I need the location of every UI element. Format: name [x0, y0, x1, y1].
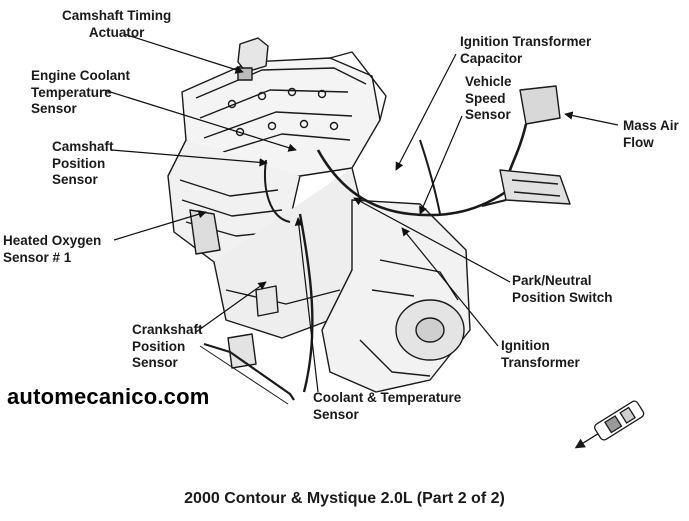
watermark-text: automecanico.com — [7, 384, 210, 409]
label-heated-oxygen-sensor: Heated Oxygen Sensor # 1 — [3, 233, 102, 265]
leader-heated-oxygen-sensor — [113, 210, 207, 241]
label-park-neutral-position-switch: Park/Neutral Position Switch — [512, 273, 613, 305]
label-camshaft-timing-actuator: Camshaft Timing Actuator — [62, 8, 172, 40]
label-vehicle-speed-sensor: Vehicle Speed Sensor — [465, 74, 512, 122]
leader-ignition-transformer-capacitor — [395, 53, 457, 171]
leader-mass-air-flow — [564, 111, 619, 126]
leader-coolant-temperature-sensor — [294, 217, 319, 393]
label-ignition-transformer: Ignition Transformer — [501, 338, 580, 370]
label-camshaft-position-sensor: Camshaft Position Sensor — [52, 139, 114, 187]
label-engine-coolant-temperature-sensor: Engine Coolant Temperature Sensor — [31, 68, 130, 116]
vehicle-orientation-icon — [574, 400, 645, 449]
diagram-caption: 2000 Contour & Mystique 2.0L (Part 2 of … — [184, 490, 505, 507]
leader-camshaft-timing-actuator — [123, 33, 244, 74]
leader-ignition-transformer — [401, 227, 499, 347]
label-mass-air-flow: Mass Air Flow — [623, 118, 679, 150]
leader-engine-coolant-temperature-sensor — [103, 89, 297, 152]
leader-lines — [103, 33, 619, 393]
label-coolant-temperature-sensor: Coolant & Temperature Sensor — [313, 390, 462, 422]
leader-park-neutral-position-switch — [353, 197, 511, 283]
leader-crankshaft-position-sensor — [195, 281, 267, 333]
leader-camshaft-position-sensor — [111, 149, 268, 167]
label-crankshaft-position-sensor: Crankshaft Position Sensor — [132, 322, 203, 370]
label-ignition-transformer-capacitor: Ignition Transformer Capacitor — [460, 34, 592, 66]
engine-drawing — [167, 37, 571, 405]
leader-vehicle-speed-sensor — [419, 115, 463, 215]
